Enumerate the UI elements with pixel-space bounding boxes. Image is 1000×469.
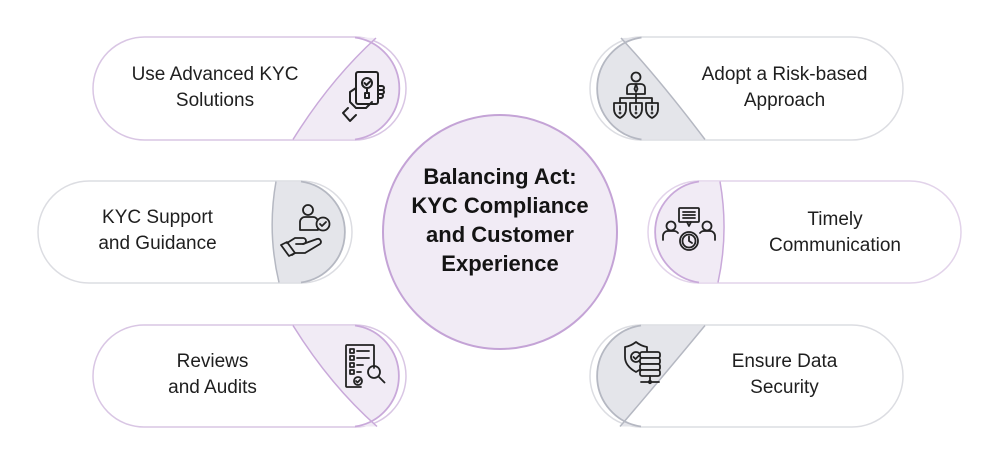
item-line: Timely [807,209,863,230]
center-title-line: KYC Compliance [411,193,589,218]
phone-verification-icon [342,71,385,122]
item-line: Ensure Data [731,351,838,372]
support-hand-icon [280,204,331,257]
center-title-line: Experience [441,251,559,276]
item-label-data-security: Ensure Data Security [682,347,887,403]
item-line: KYC Support [102,207,213,228]
center-title-line: and Customer [426,222,574,247]
item-line: Adopt a Risk-based [701,64,868,85]
item-label-reviews: Reviews and Audits [110,347,315,403]
item-label-support: KYC Support and Guidance [60,203,255,259]
item-line: Security [750,377,819,398]
item-line: and Guidance [98,233,217,254]
pill-communication [647,180,962,284]
center-title-line: Balancing Act: [423,164,577,189]
pill-risk-based [589,36,904,141]
item-label-communication: Timely Communication [735,205,935,261]
item-line: and Audits [168,377,257,398]
team-clock-icon [662,207,716,251]
item-line: Use Advanced KYC [131,64,299,85]
item-line: Communication [769,235,901,256]
center-circle [382,114,618,350]
audit-checklist-icon [345,344,386,388]
item-line: Solutions [175,90,255,111]
pill-advanced-kyc [92,36,407,141]
shield-database-icon [624,341,661,385]
item-label-risk-based: Adopt a Risk-based Approach [682,60,887,116]
item-line: Approach [743,90,826,111]
risk-hierarchy-icon [613,71,659,119]
item-line: Reviews [176,351,249,372]
center-title: Balancing Act: KYC Compliance and Custom… [388,162,612,278]
item-label-advanced-kyc: Use Advanced KYC Solutions [110,60,320,116]
pill-support [37,180,353,284]
